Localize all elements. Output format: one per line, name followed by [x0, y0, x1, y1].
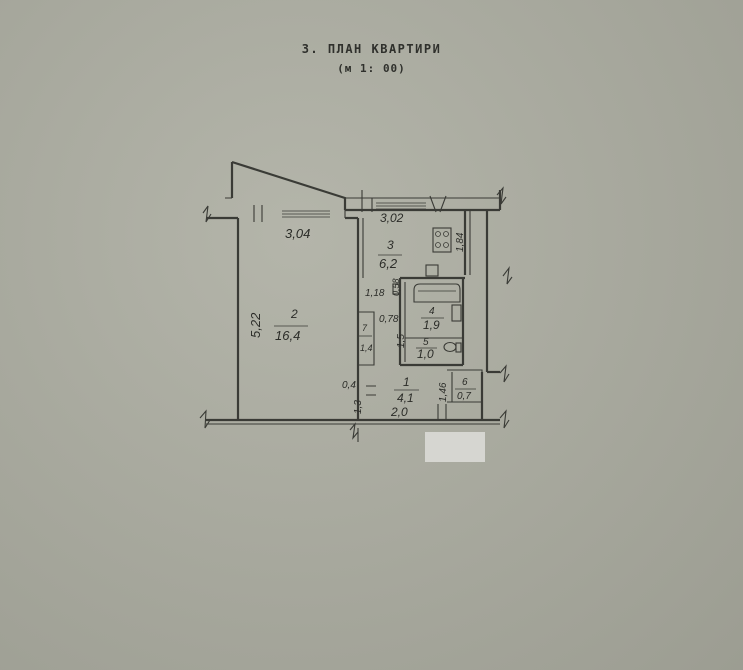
exterior-walls: [206, 160, 502, 425]
room-7-area: 1,4: [360, 343, 373, 353]
room-5-number: 5: [423, 337, 429, 348]
room-4-number: 4: [429, 306, 435, 317]
room-4-area: 1,9: [423, 318, 440, 332]
burner-icon: [435, 242, 441, 248]
blank-stamp-patch: [425, 432, 485, 462]
doors: [253, 190, 447, 442]
scale-text-start: (м 1:: [337, 62, 376, 75]
burner-icon: [443, 231, 449, 237]
burner-icon: [443, 242, 449, 248]
room-7-number: 7: [362, 323, 368, 333]
room-labels: 2 16,4 3 6,2 4 1,9 5 1,0 1 4,1 6 0,7 7 1…: [274, 238, 476, 405]
room-3-number: 3: [387, 238, 394, 252]
washbasin-icon: [451, 304, 462, 322]
stove-icon: [432, 227, 452, 253]
room-1-area: 4,1: [397, 391, 414, 405]
document-title: 3. ПЛАН КВАРТИРИ: [301, 42, 442, 56]
wall-break-marks: [199, 186, 513, 440]
sink-icon: [425, 264, 439, 277]
dim-kitchen-depth: 1,84: [455, 232, 466, 252]
dim-hall-depth: 1,3: [353, 400, 364, 414]
fixtures: [392, 227, 462, 353]
burner-icon: [435, 231, 441, 237]
document-scale: (м 1: 00): [0, 62, 743, 75]
dim-corridor-b: 0,58: [391, 278, 401, 296]
room-5-area: 1,0: [417, 347, 434, 361]
room-2-area: 16,4: [275, 328, 300, 343]
vent-shaft-icon: [392, 283, 401, 295]
room-2-number: 2: [290, 307, 298, 321]
scale-text-end: 00): [382, 62, 406, 75]
dim-bath-width: 0,78: [379, 314, 399, 325]
room-6-number: 6: [462, 377, 468, 388]
toilet-tank-icon: [455, 342, 462, 353]
room-3-area: 6,2: [379, 256, 398, 271]
dim-hall-width: 2,0: [390, 405, 408, 419]
toilet-icon: [443, 341, 457, 353]
dimension-labels: 3,04 5,22 3,02 1,84 1,18 0,58 0,78 1,5 2…: [248, 211, 466, 419]
dim-closet-width: 0,4: [342, 380, 356, 391]
dim-room2-length: 5,22: [248, 312, 263, 338]
dim-kitchen-width: 3,02: [380, 211, 404, 225]
dim-bath-length: 1,5: [396, 334, 407, 348]
windows: [282, 202, 426, 218]
dim-room2-width: 3,04: [285, 226, 310, 241]
room-1-number: 1: [403, 375, 410, 389]
bathtub-icon: [413, 283, 461, 303]
dim-corridor-a: 1,18: [365, 288, 385, 299]
dim-storage-depth: 1,46: [438, 382, 449, 402]
room-6-area: 0,7: [457, 391, 471, 402]
interior-walls: [344, 210, 483, 420]
